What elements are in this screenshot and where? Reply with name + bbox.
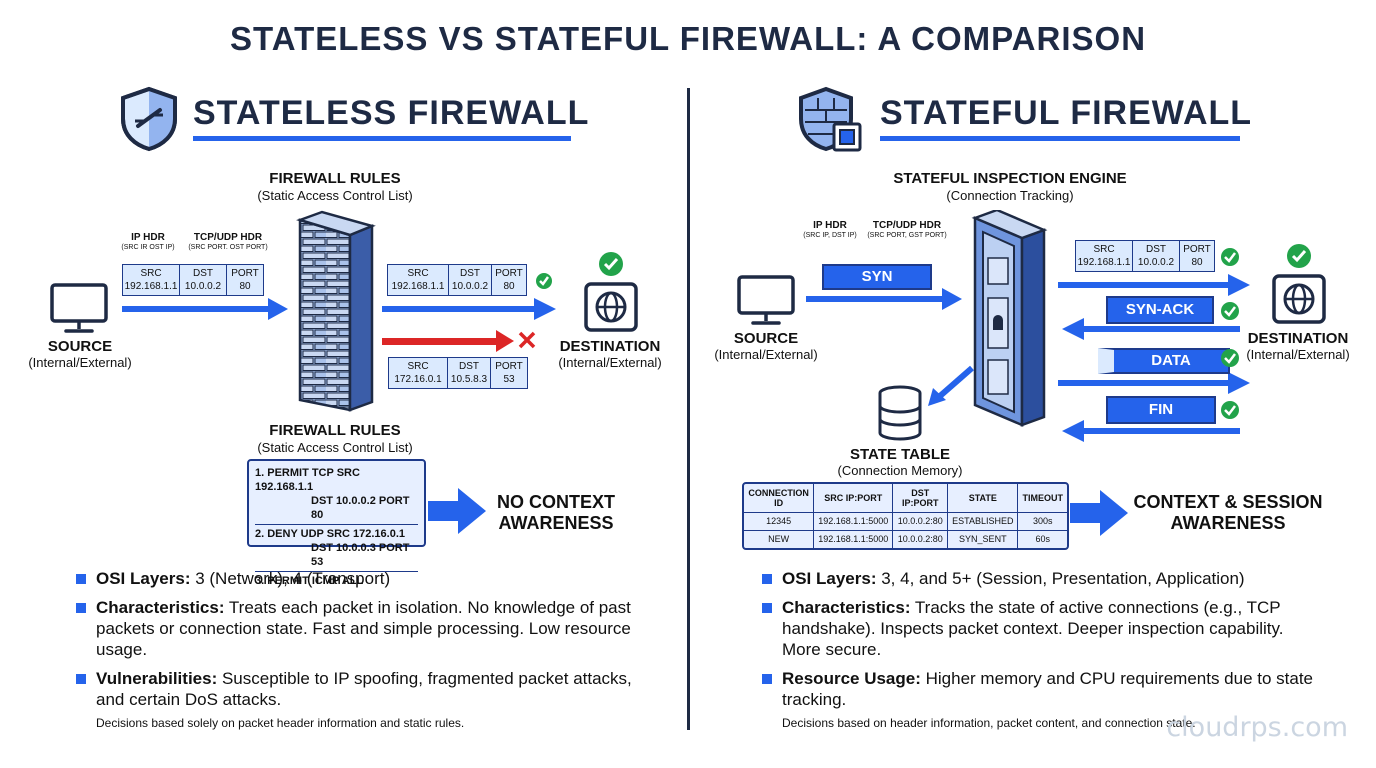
ip-hdr-sub: (SRC IR OST IP) — [121, 244, 175, 251]
rule-2-line1: 2. DENY UDP SRC 172.16.0.1 — [255, 528, 406, 540]
center-divider — [687, 88, 690, 730]
sf-destination-globe-icon — [1272, 244, 1326, 324]
state-table-title: STATE TABLE — [850, 446, 950, 463]
flow-data: DATA — [1098, 348, 1230, 374]
sf-ip-hdr-label: IP HDR — [813, 220, 847, 231]
bullet-vulnerabilities: Vulnerabilities: Susceptible to IP spoof… — [76, 668, 636, 710]
rule-3-line1: 3. PERMIT ICMP ALL — [255, 575, 364, 587]
rules-top-title: FIREWALL RULES — [269, 170, 401, 187]
tcp-hdr-label: TCP/UDP HDR — [193, 232, 263, 243]
rules-bottom-subtitle: (Static Access Control List) — [257, 440, 413, 455]
source-sub: (Internal/External) — [28, 355, 132, 370]
stateless-bullets: OSI Layers: 3 (Network), 4 (Transport) C… — [76, 568, 636, 710]
arrow-right-icon — [428, 488, 486, 534]
sf-bullet-osi: OSI Layers: 3, 4, and 5+ (Session, Prese… — [762, 568, 1322, 589]
stateful-footnote: Decisions based on header information, p… — [782, 716, 1196, 730]
syn-packet: SYN — [822, 264, 932, 290]
rule-1-line1: 1. PERMIT TCP SRC 192.168.1.1 — [255, 467, 360, 493]
shield-slash-icon — [121, 86, 177, 152]
engine-subtitle: (Connection Tracking) — [946, 188, 1074, 203]
sf-bullet-resource: Resource Usage: Higher memory and CPU re… — [762, 668, 1322, 710]
watermark: cloudrps.com — [1166, 712, 1348, 743]
engine-title: STATEFUL INSPECTION ENGINE — [893, 170, 1127, 187]
rules-list: 1. PERMIT TCP SRC 192.168.1.1 DST 10.0.0… — [247, 459, 426, 587]
stateless-heading-underline — [193, 136, 571, 141]
rule-2-line2: DST 10.0.0.3 PORT 53 — [311, 542, 410, 568]
sf-arrow-right-icon — [1070, 490, 1128, 536]
destination-globe-icon — [584, 252, 638, 332]
stateless-heading: STATELESS FIREWALL — [193, 94, 590, 132]
flow-check-icons — [1221, 248, 1239, 419]
state-table-subtitle: (Connection Memory) — [837, 463, 963, 478]
rules-top-subtitle: (Static Access Control List) — [257, 188, 413, 203]
rules-bottom-title: FIREWALL RULES — [269, 422, 401, 439]
rule-1-line2: DST 10.0.0.2 PORT 80 — [311, 495, 410, 521]
sf-tcp-hdr-sub: (SRC PORT, GST PORT) — [867, 232, 947, 239]
flow-fin: FIN — [1106, 396, 1216, 424]
source-label: SOURCE — [47, 338, 113, 355]
stateful-flow-diagram — [806, 210, 1250, 442]
stateless-footnote: Decisions based solely on packet header … — [96, 716, 465, 730]
computer-monitor-icon — [50, 283, 108, 333]
sf-ip-hdr-sub: (SRC IP, DST IP) — [803, 232, 857, 239]
ip-hdr-label: IP HDR — [131, 232, 165, 243]
database-icon — [878, 385, 922, 441]
flow-syn-ack: SYN-ACK — [1106, 296, 1214, 324]
shield-chip-icon — [799, 86, 862, 152]
stateful-heading-underline — [880, 136, 1240, 141]
page-title: STATELESS VS STATEFUL FIREWALL: A COMPAR… — [229, 20, 1147, 57]
stateful-bullets: OSI Layers: 3, 4, and 5+ (Session, Prese… — [762, 568, 1322, 710]
sf-tcp-hdr-label: TCP/UDP HDR — [872, 220, 942, 231]
sf-destination-label: DESTINATION — [1247, 330, 1349, 347]
sf-destination-sub: (Internal/External) — [1246, 347, 1350, 362]
sf-computer-monitor-icon — [737, 275, 795, 325]
stateless-flow-diagram — [122, 210, 556, 412]
destination-label: DESTINATION — [559, 338, 661, 355]
stateful-heading: STATEFUL FIREWALL — [880, 94, 1253, 132]
tcp-hdr-sub: (SRC PORT. OST PORT) — [188, 244, 268, 251]
bullet-osi: OSI Layers: 3 (Network), 4 (Transport) — [76, 568, 636, 589]
destination-sub: (Internal/External) — [558, 355, 662, 370]
bullet-characteristics: Characteristics: Treats each packet in i… — [76, 597, 636, 660]
sf-bullet-characteristics: Characteristics: Tracks the state of act… — [762, 597, 1322, 660]
sf-source-sub: (Internal/External) — [714, 347, 818, 362]
sf-source-label: SOURCE — [733, 330, 799, 347]
